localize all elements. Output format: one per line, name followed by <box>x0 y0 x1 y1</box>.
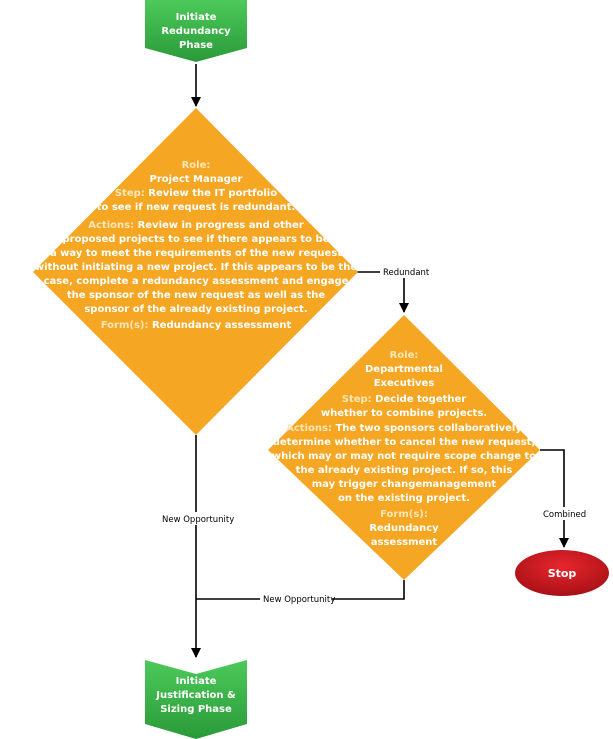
end-phase-line-2: Justification & <box>155 690 236 701</box>
de-forms-line-1: Redundancy <box>369 523 439 534</box>
edge-label-combined: Combined <box>543 510 586 520</box>
de-role-key: Role: <box>390 350 419 361</box>
pm-actions-line-3: a way to meet the requirements of the ne… <box>50 248 342 259</box>
pm-actions-line-7: sponsor of the already existing project. <box>84 304 307 315</box>
edge-label-new-opportunity-2: New Opportunity <box>263 595 335 605</box>
de-actions-line-6: on the existing project. <box>338 493 470 504</box>
pm-step-line-2: to see if new request is redundant. <box>97 202 296 213</box>
pm-role-value: Project Manager <box>150 174 243 185</box>
pm-step-line-1: Step: Review the IT portfolio <box>115 188 277 199</box>
pm-actions-line-2: proposed projects to see if there appear… <box>63 234 330 245</box>
de-actions-line-1: Actions: The two sponsors collaborativel… <box>286 423 522 434</box>
end-phase-line-3: Sizing Phase <box>160 704 232 715</box>
start-phase-node: Initiate Redundancy Phase <box>145 0 247 62</box>
de-actions-line-3: which may or may not require scope chang… <box>272 451 536 462</box>
pm-actions-line-6: the sponsor of the new request as well a… <box>67 290 326 301</box>
de-actions-text-1: The two sponsors collaboratively <box>335 423 522 434</box>
end-phase-node: Initiate Justification & Sizing Phase <box>145 660 247 739</box>
de-step-key: Step: <box>342 394 372 405</box>
de-role-line-1: Departmental <box>365 364 443 375</box>
de-actions-line-4: the already existing project. If so, thi… <box>296 465 513 476</box>
pm-actions-line-5: case, complete a redundancy assessment a… <box>44 276 349 287</box>
de-role-line-2: Executives <box>374 378 435 389</box>
de-actions-key: Actions: <box>286 423 332 434</box>
pm-decision-node: Role: Project Manager Step: Review the I… <box>33 108 358 435</box>
pm-actions-line-4: without initiating a new project. If thi… <box>35 262 357 273</box>
de-forms-key: Form(s): <box>380 509 428 520</box>
stop-label: Stop <box>548 567 577 580</box>
pm-forms-line: Form(s): Redundancy assessment <box>101 320 292 331</box>
pm-actions-line-1: Actions: Review in progress and other <box>88 220 304 231</box>
de-step-line-2: whether to combine projects. <box>321 408 487 419</box>
edge-combined <box>540 449 569 548</box>
de-step-line-1: Step: Decide together <box>342 394 467 405</box>
end-phase-line-1: Initiate <box>176 676 217 687</box>
pm-role-key: Role: <box>182 160 211 171</box>
edge-label-redundant: Redundant <box>383 268 430 278</box>
stop-node: Stop <box>515 550 609 596</box>
pm-step-key: Step: <box>115 188 145 199</box>
pm-forms-value: Redundancy assessment <box>152 320 291 331</box>
pm-step-text-1: Review the IT portfolio <box>148 188 277 199</box>
start-phase-line-3: Phase <box>179 40 213 51</box>
de-actions-line-2: determine whether to cancel the new requ… <box>273 437 536 448</box>
pm-actions-key: Actions: <box>88 220 134 231</box>
pm-forms-key: Form(s): <box>101 320 149 331</box>
pm-actions-text-1: Review in progress and other <box>138 220 304 231</box>
edge-label-new-opportunity-1: New Opportunity <box>162 515 234 525</box>
start-phase-line-1: Initiate <box>176 12 217 23</box>
start-phase-line-2: Redundancy <box>161 26 231 37</box>
de-decision-node: Role: Departmental Executives Step: Deci… <box>268 315 540 580</box>
de-step-text-1: Decide together <box>375 394 466 405</box>
de-forms-line-2: assessment <box>371 537 438 548</box>
de-actions-line-5: may trigger changemanagement <box>312 479 497 490</box>
